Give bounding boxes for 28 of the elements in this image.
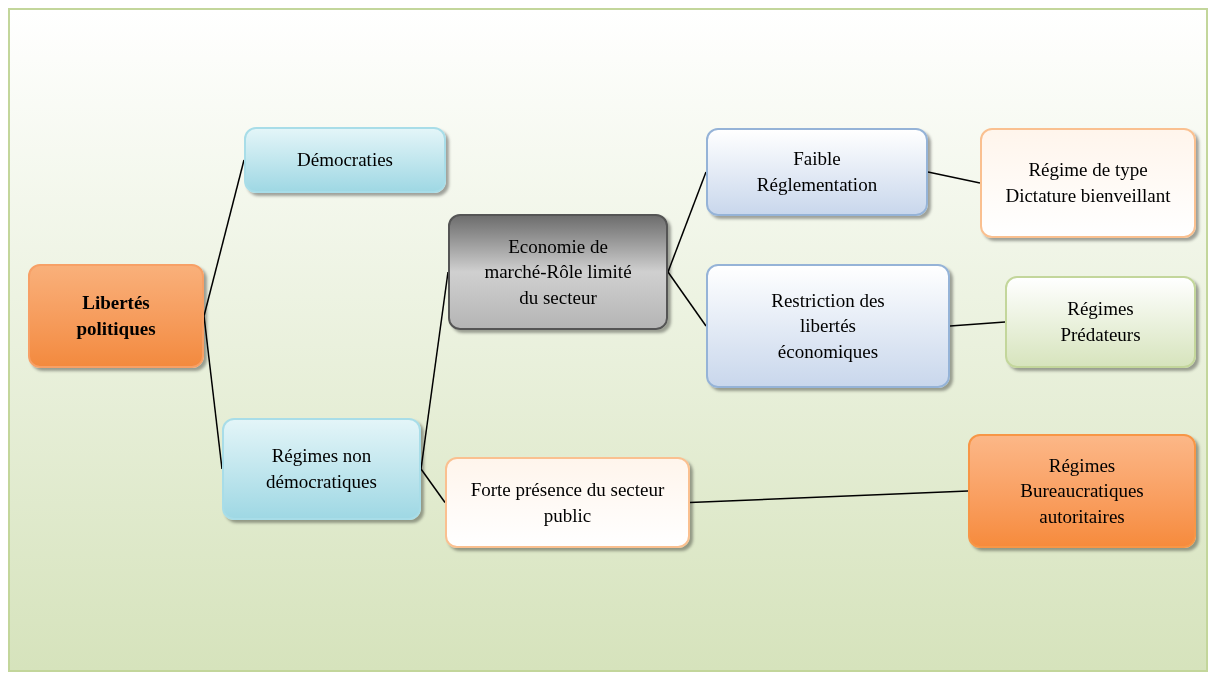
connector-line [420, 271, 449, 470]
rounded-box [244, 127, 446, 193]
rounded-box [445, 457, 690, 548]
node-label: Régime de type Dictature bienveillant [1004, 158, 1172, 208]
rounded-box [968, 434, 1196, 548]
node-label: Régimes Prédateurs [1059, 297, 1142, 347]
connector-line [203, 315, 223, 470]
node-label: Forte présence du secteur public [469, 477, 666, 528]
node-label: Régimes Bureaucratiques autoritaires [1019, 453, 1145, 529]
rounded-box [222, 418, 421, 520]
connector-line [667, 271, 707, 327]
rounded-box [1005, 276, 1196, 368]
node-label: Régimes non démocratiques [265, 444, 378, 494]
node-label: Economie de marché-Rôle limité du secteur [483, 234, 633, 310]
connector-line [667, 171, 707, 273]
node-label: Libertés politiques [75, 291, 157, 341]
node-label: Restriction des libertés économiques [770, 288, 886, 364]
rounded-box [980, 128, 1196, 238]
rounded-box [706, 264, 950, 388]
rounded-box [448, 214, 668, 330]
connector-line [203, 159, 245, 317]
rounded-box [28, 264, 204, 368]
connector-line [689, 490, 969, 504]
rounded-box [706, 128, 928, 216]
connector-line [949, 321, 1006, 327]
node-label: Faible Réglementation [755, 147, 879, 197]
node-label: Démocraties [297, 148, 393, 173]
connector-line [927, 171, 981, 184]
